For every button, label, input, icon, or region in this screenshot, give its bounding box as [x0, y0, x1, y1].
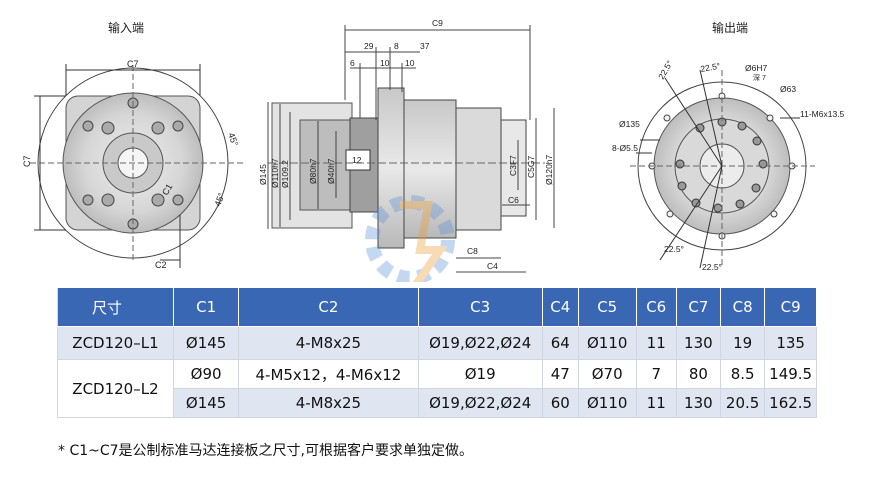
table-row: ZCD120–L1 Ø145 4-M8x25 Ø19,Ø22,Ø24 64 Ø1…: [57, 326, 817, 360]
side-section-view: [267, 25, 555, 273]
dim-80: Ø80h7: [308, 158, 318, 184]
cell-c8: 8.5: [719, 359, 766, 389]
dim-8-5-5: 8-Ø5.5: [612, 143, 638, 153]
cell-c5: Ø70: [577, 359, 637, 389]
header-c2: C2: [238, 287, 419, 327]
drawing-canvas: C7 C7 C1 C2 45° 45°: [22, 18, 845, 293]
angle-22-5-d: 22.5°: [702, 262, 722, 272]
dim-6h7: Ø6H7: [745, 63, 767, 73]
cell-c8: 20.5: [719, 388, 766, 418]
cell-c3: Ø19,Ø22,Ø24: [417, 388, 543, 418]
header-c1: C1: [172, 287, 240, 327]
cell-c4: 47: [541, 359, 579, 389]
spec-table: 尺寸 C1 C2 C3 C4 C5 C6 C7 C8 C9 ZCD120–L1 …: [57, 287, 817, 418]
dim-6: 6: [350, 58, 355, 68]
angle-45-top: 45°: [226, 131, 240, 148]
cell-c7: 130: [675, 388, 722, 418]
header-c9: C9: [764, 287, 817, 327]
cell-c2: 4-M8x25: [238, 326, 419, 360]
header-c8: C8: [719, 287, 766, 327]
dim-29: 29: [364, 41, 374, 51]
cell-c9: 162.5: [764, 388, 817, 418]
angle-22-5-a: 22.5°: [656, 59, 675, 81]
angle-22-5-b: 22.5°: [700, 61, 721, 74]
cell-c6: 11: [635, 388, 677, 418]
cell-c3: Ø19: [417, 359, 543, 389]
header-c6: C6: [635, 287, 677, 327]
cell-c1: Ø145: [172, 326, 240, 360]
cell-c2: 4-M5x12，4-M6x12: [238, 359, 419, 389]
angle-22-5-c: 22.5°: [664, 244, 684, 254]
side-section-dims: C9 29 8 37 6 10 10 Ø145 Ø110h7 Ø109.2 Ø8…: [258, 18, 554, 271]
dim-10b: 10: [405, 58, 415, 68]
model-cell: ZCD120–L1: [57, 326, 174, 360]
dim-c7-side: C7: [22, 155, 32, 167]
cell-c6: 7: [635, 359, 677, 389]
dim-c1: C1: [160, 182, 174, 197]
dim-109: Ø109.2: [280, 160, 290, 188]
technical-drawings: 输入端 输出端: [22, 18, 845, 293]
dim-c5: C5G7: [526, 156, 536, 178]
dim-c4: C4: [487, 261, 498, 271]
header-c5: C5: [577, 287, 637, 327]
dim-40: Ø40h7: [326, 158, 336, 184]
dim-c8: C8: [467, 246, 478, 256]
table-row: ZCD120–L2 Ø90 4-M5x12，4-M6x12 Ø19 47 Ø70…: [57, 359, 817, 418]
cell-c3: Ø19,Ø22,Ø24: [417, 326, 543, 360]
header-c4: C4: [541, 287, 579, 327]
dim-c9: C9: [432, 18, 443, 28]
cell-c9: 135: [764, 326, 817, 360]
dim-110: Ø110h7: [270, 158, 280, 188]
dim-c2: C2: [155, 260, 167, 270]
dim-12: 12: [352, 155, 362, 165]
angle-45-bottom: 45°: [212, 191, 226, 208]
dim-10a: 10: [380, 58, 390, 68]
cell-c1: Ø90: [172, 359, 240, 389]
cell-c8: 19: [719, 326, 766, 360]
cell-c4: 60: [541, 388, 579, 418]
cell-c5: Ø110: [577, 326, 637, 360]
input-end-dims: C7 C7 C1 C2 45° 45°: [22, 59, 240, 270]
watermark-gear-icon: [365, 195, 455, 293]
cell-c7: 130: [675, 326, 722, 360]
dim-c7-top: C7: [127, 59, 139, 69]
output-end-view: [630, 69, 815, 269]
dim-37: 37: [420, 41, 430, 51]
table-header-row: 尺寸 C1 C2 C3 C4 C5 C6 C7 C8 C9: [57, 287, 817, 327]
output-end-label: 输出端: [712, 21, 749, 35]
input-end-label: 输入端: [108, 21, 145, 35]
dim-deep: 深 7: [753, 73, 766, 82]
output-end-dims: 22.5° 22.5° 22.5° 22.5° Ø6H7 深 7 Ø63 11-…: [612, 59, 845, 272]
cell-c4: 64: [541, 326, 579, 360]
cell-c1: Ø145: [172, 388, 240, 418]
dim-120: Ø120h7: [544, 154, 554, 185]
model-cell: ZCD120–L2: [57, 359, 174, 418]
header-c7: C7: [675, 287, 722, 327]
dim-8: 8: [394, 41, 399, 51]
header-c3: C3: [417, 287, 543, 327]
dim-145: Ø145: [258, 164, 268, 185]
dim-c3: C3F7: [508, 155, 518, 176]
dim-63: Ø63: [780, 84, 796, 94]
header-size: 尺寸: [57, 287, 174, 327]
table-row: Ø145 4-M8x25 Ø19,Ø22,Ø24 60 Ø110 11 130 …: [58, 388, 817, 418]
cell-c2: 4-M8x25: [238, 388, 419, 418]
input-end-view: [30, 64, 245, 268]
dim-11-m6: 11-M6x13.5: [800, 109, 845, 119]
dim-135: Ø135: [619, 119, 640, 129]
footnote: * C1~C7是公制标准马达连接板之尺寸,可根据客户要求单独定做。: [58, 443, 473, 459]
cell-c6: 11: [635, 326, 677, 360]
cell-c9: 149.5: [764, 359, 817, 389]
dim-c6: C6: [508, 195, 519, 205]
cell-c5: Ø110: [577, 388, 637, 418]
cell-c7: 80: [675, 359, 722, 389]
